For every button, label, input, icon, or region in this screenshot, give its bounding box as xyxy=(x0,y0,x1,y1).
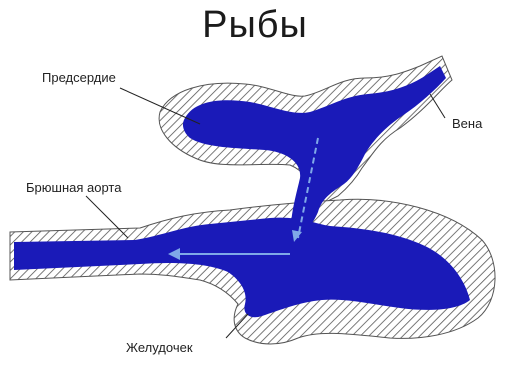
label-aorta: Брюшная аорта xyxy=(26,180,121,195)
label-ventricle: Желудочек xyxy=(126,340,193,355)
label-vein: Вена xyxy=(452,116,482,131)
label-atrium: Предсердие xyxy=(42,70,116,85)
